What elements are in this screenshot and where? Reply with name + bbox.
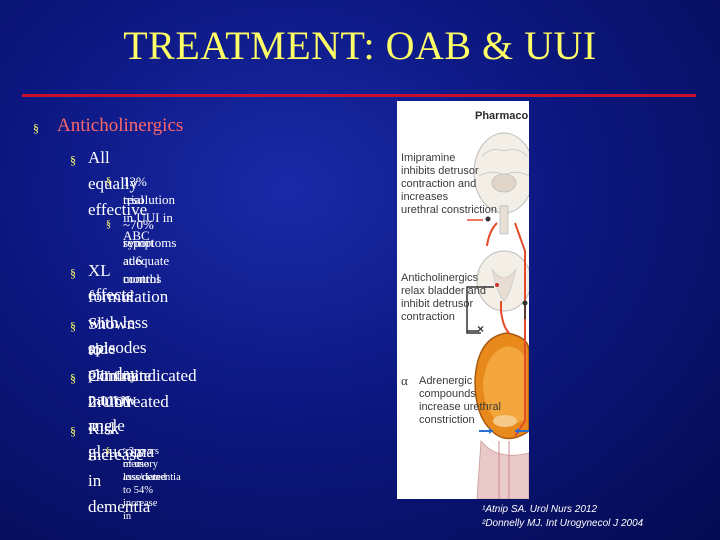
bullet-marker: §	[70, 266, 76, 280]
imipramine-line: contraction and	[401, 178, 476, 190]
bullet-contraindicated-line1: Contraindicated in untreated	[88, 366, 197, 411]
anticholinergics-line: relax bladder and	[401, 285, 486, 297]
bullet-xl-line1: XL formulation with less side	[88, 261, 169, 358]
title-divider	[22, 94, 696, 97]
brain-illustration	[473, 132, 535, 235]
block-x-icon: ×	[477, 322, 484, 336]
bullet-marker: §	[106, 219, 111, 230]
nerve-pathways	[466, 216, 528, 437]
bullet-control-line1: ~70% report adequate control of	[123, 217, 170, 304]
bullet-contraindicated-line2: narrow angle glaucoma	[88, 390, 155, 461]
bullet-marker: §	[70, 319, 76, 333]
imipramine-line: increases	[401, 191, 449, 203]
imipramine-line: inhibits detrusor	[401, 165, 479, 177]
reference-2: ²Donnelly MJ. Int Urogynecol J 2004	[482, 518, 644, 529]
pharmacologic-therapy-figure: × Pharmacologic Therapy Imipramine inhib…	[397, 101, 601, 500]
bullet-eliminate-line2: episodes per day	[88, 338, 147, 383]
bullet-marker: §	[106, 176, 111, 187]
bullet-years-line1: >3 years of use associated to 54% increa…	[123, 446, 167, 522]
bladder-illustration	[474, 332, 530, 500]
bullet-marker: §	[70, 153, 76, 167]
bullet-anticholinergics: Anticholinergics	[57, 115, 184, 136]
bullet-eliminate-line1: Shown to eliminate 2 UUI	[88, 314, 152, 411]
bullet-xl-line2: effects	[88, 285, 133, 304]
reference-1: ¹Atnip SA. Urol Nurs 2012	[482, 504, 598, 515]
slide-title: TREATMENT: OAB & UUI	[123, 23, 597, 68]
figure-heading-text: Pharmacologic Therapy	[475, 110, 529, 122]
bullet-dementia: Risk increase in dementia	[88, 419, 151, 516]
bullet-resolution-line2: trial	[123, 192, 144, 207]
bullet-years-line2: memory loss/dementia	[123, 459, 181, 483]
figure-heading: Pharmacologic Therapy	[475, 110, 529, 122]
bullet-equally-effective: All equally effective	[88, 148, 148, 219]
anticholinergics-line: contraction	[401, 311, 455, 323]
anatomy-illustration: × Pharmacologic Therapy Imipramine inhib…	[401, 110, 601, 500]
anticholinergics-line: Anticholinergics	[401, 272, 479, 284]
bullet-marker: §	[106, 446, 110, 455]
constriction-arrows	[479, 428, 529, 434]
spinal-cord-illustration	[476, 250, 532, 312]
adrenergic-line: increase urethral	[419, 401, 501, 413]
bullet-marker: §	[33, 121, 39, 135]
adrenergic-line: constriction	[419, 414, 475, 426]
adrenergic-line: compounds	[419, 388, 476, 400]
bullet-marker: §	[70, 371, 76, 385]
bullet-resolution-line1: 13% resolution in UUI in ABC	[123, 174, 175, 243]
references: ¹Atnip SA. Urol Nurs 2012 ²Donnelly MJ. …	[482, 503, 643, 531]
imipramine-line: urethral constriction	[401, 204, 497, 216]
anticholinergics-line: inhibit detrusor	[401, 298, 473, 310]
alpha-symbol: α	[401, 373, 408, 388]
imipramine-line: Imipramine	[401, 152, 455, 164]
bullet-control-line2: symptoms at 6 months	[123, 235, 177, 286]
adrenergic-line: Adrenergic	[419, 375, 473, 387]
bullet-marker: §	[70, 424, 76, 438]
